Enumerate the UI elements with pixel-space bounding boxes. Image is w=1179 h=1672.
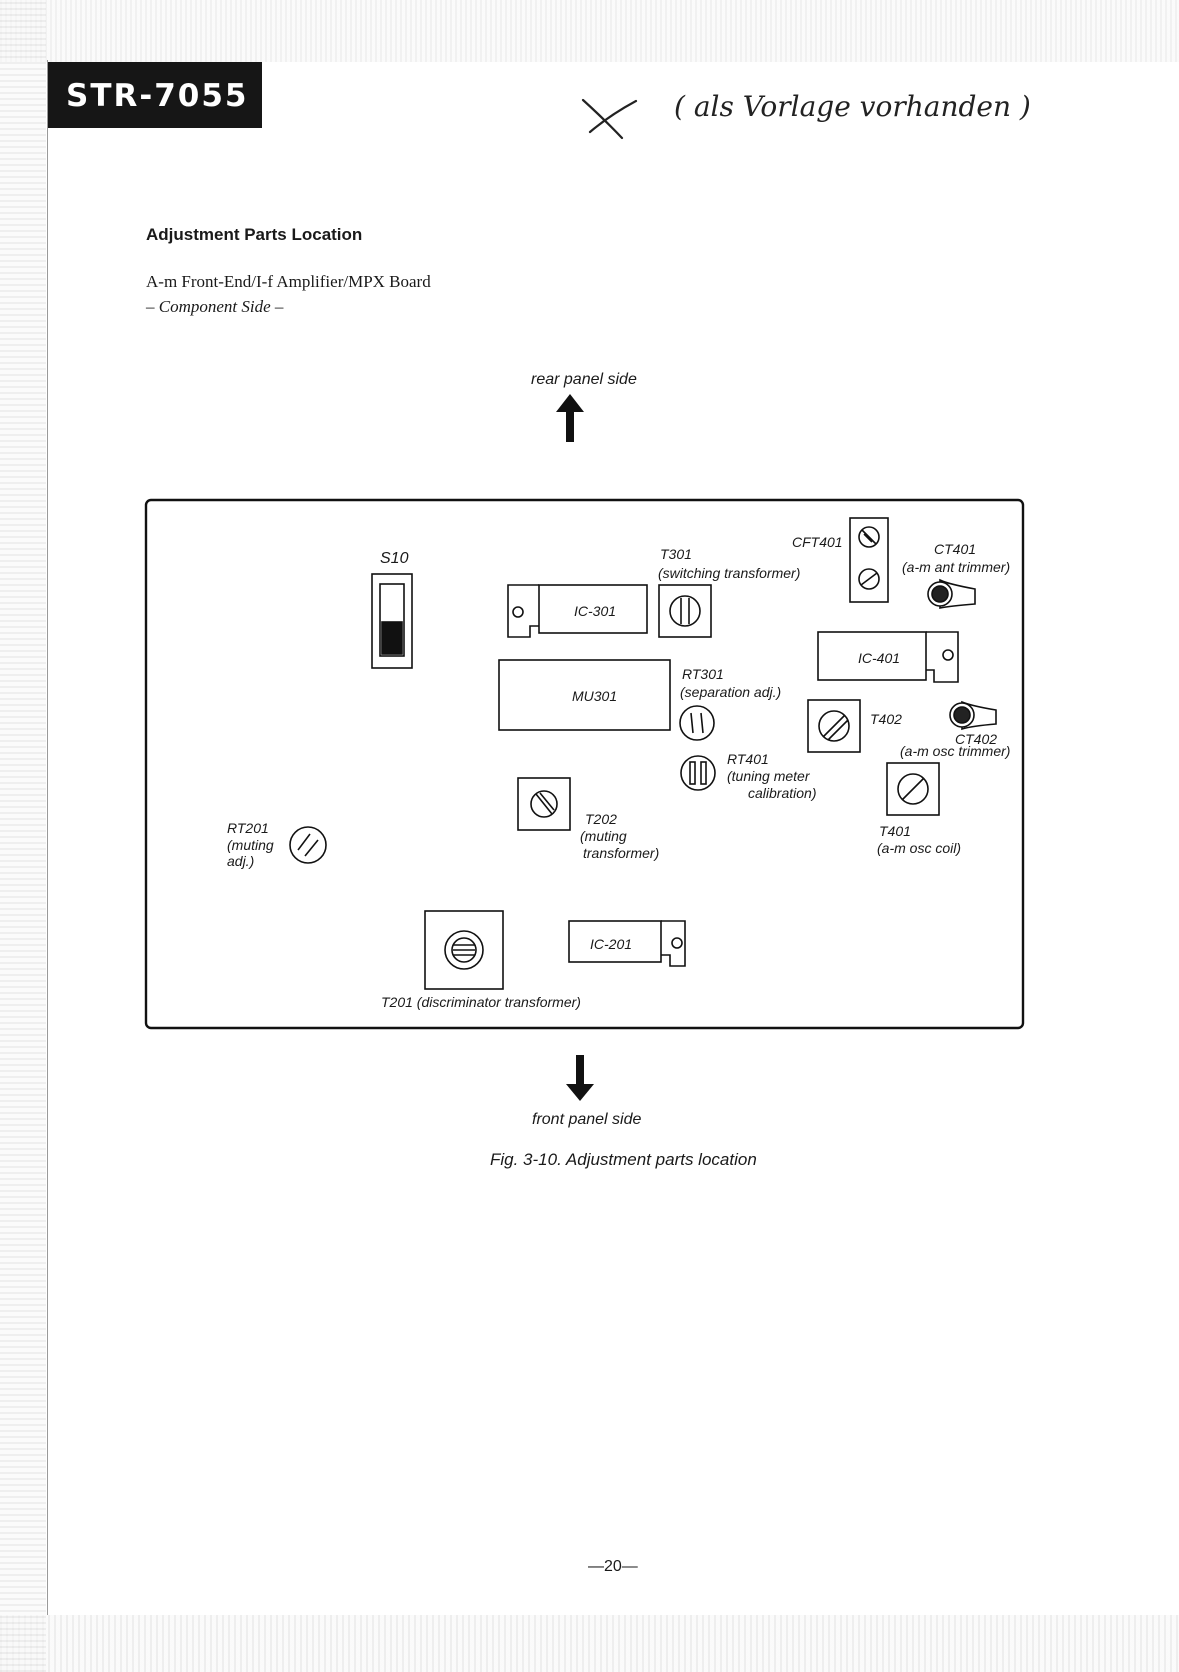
mu301-module	[498, 659, 671, 731]
ic201-chip	[568, 920, 686, 967]
cft401-label: CFT401	[792, 534, 843, 550]
ct402-ref-label: CT402	[955, 731, 998, 747]
ct401-ref-label: CT401	[934, 541, 977, 557]
t201-transformer	[424, 910, 504, 990]
ct401-trimmer	[927, 578, 976, 609]
t301-ref-label: T301	[660, 546, 692, 562]
rear-panel-label: rear panel side	[531, 371, 637, 388]
model-header-badge: STR-7055	[48, 62, 262, 128]
t202-desc-label-1: (muting	[580, 828, 627, 844]
cft401-filter	[849, 517, 889, 603]
t202-transformer	[517, 777, 571, 831]
rt401-desc-label-1: (tuning meter	[727, 768, 810, 784]
t402-transformer	[807, 699, 861, 753]
t401-coil	[886, 762, 940, 816]
rt401-ref-label: RT401	[727, 751, 769, 767]
front-panel-label: front panel side	[532, 1111, 642, 1128]
s10-switch	[371, 573, 413, 669]
section-title: Adjustment Parts Location	[146, 225, 363, 244]
handwritten-cross-mark	[581, 98, 638, 140]
s10-label: S10	[380, 550, 409, 567]
rear-arrow-icon	[556, 394, 584, 442]
t401-desc-label: (a-m osc coil)	[877, 840, 962, 856]
t402-label: T402	[870, 711, 902, 727]
scan-noise-bottom	[0, 1615, 1179, 1672]
rt301-desc-label: (separation adj.)	[680, 684, 782, 700]
ic401-label: IC-401	[858, 650, 901, 666]
ct401-desc-label: (a-m ant trimmer)	[902, 559, 1011, 575]
rt401-desc-label-2: calibration)	[748, 785, 817, 801]
mu301-label: MU301	[572, 688, 618, 704]
t202-ref-label: T202	[585, 811, 617, 827]
ct402-trimmer	[949, 700, 997, 731]
ct402-desc-label: (a-m osc trimmer)	[900, 743, 1011, 759]
ic301-label: IC-301	[574, 603, 617, 619]
t401-ref-label: T401	[879, 823, 911, 839]
rt201-potentiometer	[289, 826, 327, 864]
t301-desc-label: (switching transformer)	[658, 565, 801, 581]
t202-desc-label-2: transformer)	[583, 845, 660, 861]
scan-noise-top	[0, 0, 1179, 62]
rt301-ref-label: RT301	[682, 666, 724, 682]
scan-noise-left	[0, 0, 46, 1672]
t301-transformer	[658, 584, 712, 638]
page-margin-line	[47, 60, 48, 1615]
t201-label: T201 (discriminator transformer)	[381, 994, 581, 1010]
figure-caption: Fig. 3-10. Adjustment parts location	[490, 1150, 757, 1169]
board-name: A-m Front-End/I-f Amplifier/MPX Board	[146, 272, 431, 291]
board-side: – Component Side –	[146, 297, 284, 316]
board-outline	[144, 498, 1025, 1030]
ic401-chip	[817, 631, 959, 683]
front-arrow-icon	[566, 1055, 594, 1101]
rt201-ref-label: RT201	[227, 820, 269, 836]
model-name: STR-7055	[66, 78, 249, 114]
rt301-potentiometer	[679, 705, 715, 741]
ic201-label: IC-201	[590, 936, 633, 952]
page-number: —20—	[588, 1558, 638, 1575]
handwritten-note: ( als Vorlage vorhanden )	[674, 90, 1031, 123]
rt201-desc-label-1: (muting	[227, 837, 274, 853]
rt401-potentiometer	[680, 755, 716, 791]
ic301-chip	[507, 584, 648, 638]
rt201-desc-label-2: adj.)	[227, 853, 255, 869]
